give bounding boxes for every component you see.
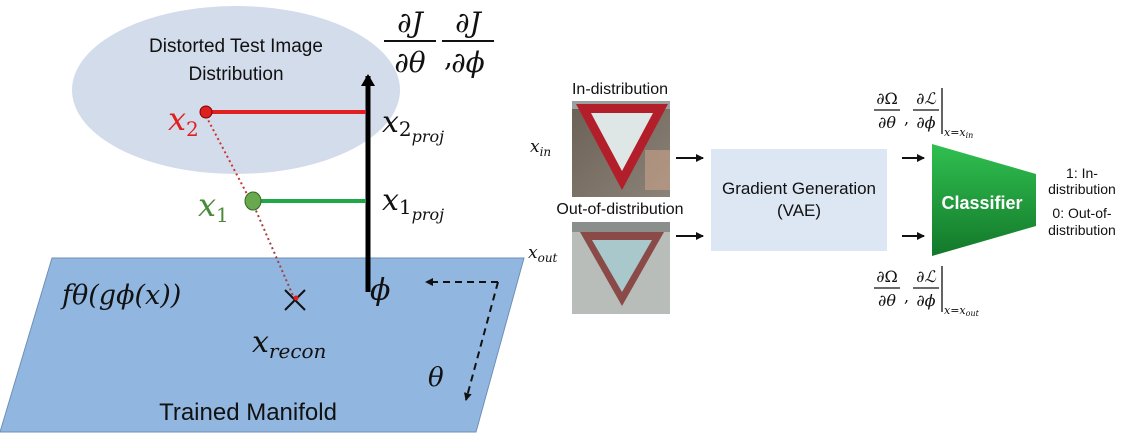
classifier-label: Classifier [941,193,1022,213]
classifier-block [932,144,1036,256]
theta-label: θ [428,363,444,393]
x1-proj-label: x1proj [382,183,444,224]
x1-point [244,191,262,211]
svg-text:,: , [444,40,453,73]
svg-text:∂J: ∂J [397,6,424,39]
top-gradient-fraction: ∂J ∂θ , ∂J ∂ϕ [384,6,494,79]
recon-function-label: fθ(gϕ(x)) [60,280,181,311]
x2-label: x2 [168,100,199,141]
svg-text:∂ℒ: ∂ℒ [916,267,936,286]
x-recon-label: xrecon [252,325,326,363]
gen-box-line1: Gradient Generation [722,179,876,198]
svg-text:,: , [904,109,909,128]
out-distribution-image [572,222,670,314]
output-1-line1: 1: In- [1066,165,1098,181]
x1-to-recon-dotted [253,205,295,299]
x1-label: x1 [198,186,229,227]
recon-cross-icon [284,289,306,311]
gradient-generation-box [711,149,887,251]
svg-text:∂θ: ∂θ [878,113,896,132]
svg-text:,: , [904,287,909,306]
output-0-line2: distribution [1048,222,1116,238]
manifold-label: Trained Manifold [159,399,337,426]
in-distribution-image [572,101,670,197]
in-gradient-fraction: ∂Ω ∂θ , ∂ℒ ∂ϕ x=xin [874,88,973,140]
svg-text:∂θ: ∂θ [394,46,425,79]
svg-text:∂Ω: ∂Ω [876,267,898,286]
x-out-label: xout [528,243,558,265]
ellipse-label-line1: Distorted Test Image [149,36,323,57]
svg-text:x=xout: x=xout [944,304,980,318]
output-1-line2: distribution [1048,181,1116,197]
distribution-ellipse [72,6,400,174]
svg-text:∂θ: ∂θ [878,291,896,310]
out-distribution-title: Out-of-distribution [556,201,683,218]
theta-dashed-arrow [463,281,499,401]
ellipse-label-line2: Distribution [188,64,283,85]
x-in-label: xin [530,137,551,159]
svg-text:x=xin: x=xin [944,126,973,140]
x2-proj-label: x2proj [382,105,444,146]
gen-box-line2: (VAE) [777,201,821,220]
svg-text:∂ϕ: ∂ϕ [916,291,935,310]
svg-text:∂J: ∂J [455,6,482,39]
x2-to-x1-dotted [205,115,249,197]
in-distribution-title: In-distribution [572,81,668,98]
svg-text:∂Ω: ∂Ω [876,89,898,108]
x2-point [199,105,213,119]
out-gradient-fraction: ∂Ω ∂θ , ∂ℒ ∂ϕ x=xout [874,266,980,318]
output-0-line1: 0: Out-of- [1052,205,1111,221]
phi-label: ϕ [370,273,390,308]
svg-text:∂ϕ: ∂ϕ [916,113,935,132]
svg-text:∂ℒ: ∂ℒ [916,89,936,108]
svg-text:∂ϕ: ∂ϕ [451,46,485,79]
